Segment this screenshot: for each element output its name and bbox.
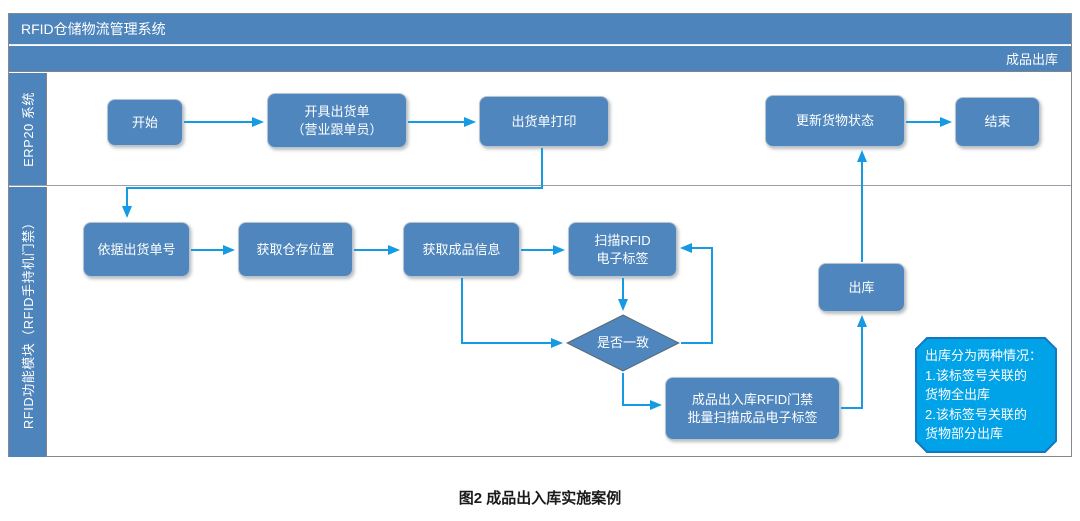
flow-node-by-order-no: 依据出货单号	[83, 222, 190, 277]
lane-erp-label: ERP20 系统	[21, 91, 36, 167]
diagram-subtitle-bar: 成品出库	[9, 46, 1071, 72]
diagram-title: RFID仓储物流管理系统	[21, 21, 166, 37]
lane-rfid-module: RFID功能模块（RFID手持机门禁）	[9, 187, 1071, 457]
flow-node-print-order: 出货单打印	[479, 96, 609, 147]
flow-node-get-product-info-label: 获取成品信息	[422, 241, 501, 257]
flow-node-get-location-label: 获取仓存位置	[256, 241, 335, 257]
flow-node-print-order-label: 出货单打印	[511, 113, 577, 129]
diagram-title-bar: RFID仓储物流管理系统	[9, 14, 1071, 45]
flow-node-update-status: 更新货物状态	[765, 95, 905, 147]
flow-node-scan-rfid-label: 扫描RFID 电子标签	[594, 232, 651, 266]
note-octagon-shape	[915, 337, 1057, 453]
flow-node-create-order-label: 开具出货单 （营业跟单员）	[291, 103, 383, 137]
diamond-shape	[566, 314, 680, 372]
flow-node-gate-batch-scan: 成品出入库RFID门禁 批量扫描成品电子标签	[665, 377, 840, 440]
phase-label: 成品出库	[1005, 52, 1058, 67]
flow-node-outbound-label: 出库	[848, 279, 875, 295]
figure-caption: 图2 成品出入库实施案例	[458, 490, 622, 507]
decision-node-consistency: 是否一致	[566, 314, 680, 372]
flow-node-end: 结束	[955, 97, 1040, 147]
lane-rfid-label-cell: RFID功能模块（RFID手持机门禁）	[9, 187, 47, 457]
flow-node-update-status-label: 更新货物状态	[795, 113, 874, 129]
flow-node-get-product-info: 获取成品信息	[403, 222, 520, 277]
flow-node-outbound: 出库	[818, 263, 905, 312]
flow-node-by-order-no-label: 依据出货单号	[97, 241, 176, 257]
note-outbound-cases-text: 出库分为两种情况： 1.该标签号关联的 货物全出库 2.该标签号关联的 货物部分…	[925, 348, 1043, 442]
note-outbound-cases: 出库分为两种情况： 1.该标签号关联的 货物全出库 2.该标签号关联的 货物部分…	[915, 337, 1057, 453]
lane-rfid-label: RFID功能模块（RFID手持机门禁）	[21, 215, 37, 429]
lane-erp-label-cell: ERP20 系统	[9, 73, 47, 185]
flow-node-start-label: 开始	[131, 114, 158, 130]
flow-node-end-label: 结束	[984, 114, 1011, 130]
flow-node-create-order: 开具出货单 （营业跟单员）	[267, 93, 407, 148]
decision-node-consistency-label: 是否一致	[596, 335, 649, 351]
flow-node-scan-rfid: 扫描RFID 电子标签	[568, 222, 677, 277]
flow-node-get-location: 获取仓存位置	[238, 222, 353, 277]
flow-node-gate-batch-scan-label: 成品出入库RFID门禁 批量扫描成品电子标签	[687, 391, 818, 425]
flow-node-start: 开始	[107, 99, 183, 146]
